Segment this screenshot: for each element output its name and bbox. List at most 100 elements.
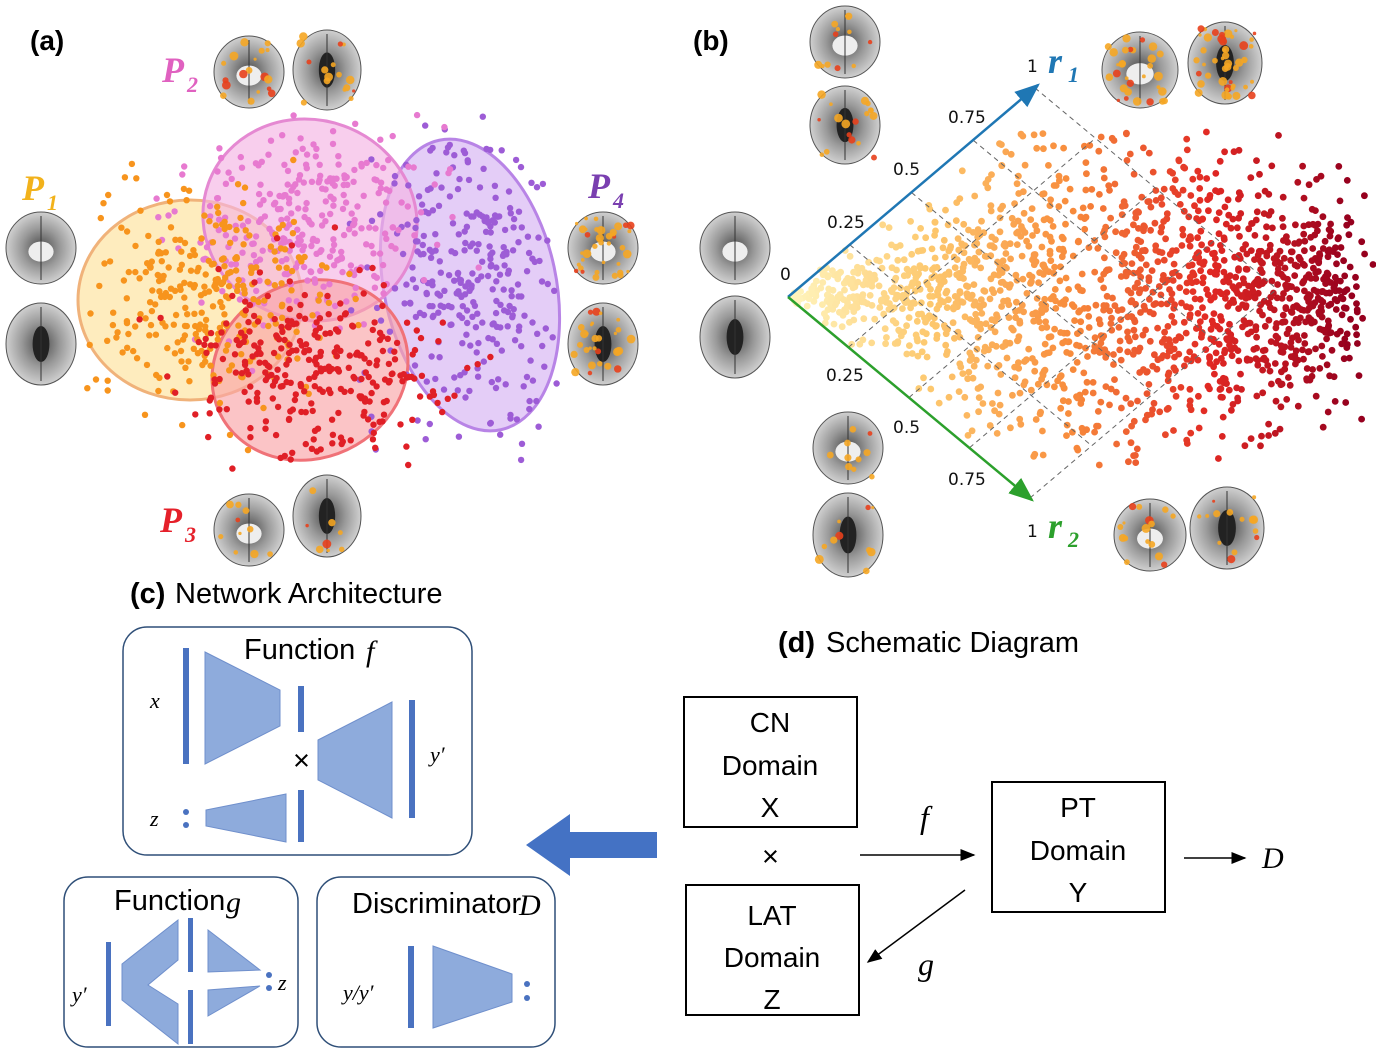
brain-image: [292, 29, 362, 111]
heat-dot: [1065, 398, 1072, 405]
heat-dot: [1167, 347, 1174, 355]
heat-dot: [1182, 329, 1190, 337]
p2-dot: [373, 161, 380, 169]
p4-dot: [386, 328, 394, 335]
p1-dot: [190, 345, 197, 352]
heat-dot: [1264, 362, 1272, 369]
heat-dot: [1016, 389, 1024, 397]
heat-dot: [1191, 202, 1198, 210]
heat-dot: [1077, 400, 1085, 407]
heat-dot: [1268, 277, 1276, 285]
p3-dot: [311, 373, 318, 380]
p4-dot: [492, 384, 500, 392]
heat-dot: [885, 224, 893, 232]
heat-dot: [988, 171, 995, 179]
heat-dot: [1343, 344, 1351, 351]
heat-dot: [1331, 273, 1339, 281]
p4-dot: [544, 237, 551, 244]
p3-dot: [233, 336, 240, 344]
heat-dot: [968, 427, 976, 435]
heat-dot: [984, 362, 992, 370]
p1-dot: [198, 309, 205, 316]
p1-dot: [137, 311, 144, 318]
svg-text:Network Architecture: Network Architecture: [175, 578, 443, 610]
p4-dot: [492, 309, 500, 317]
p2-dot: [319, 185, 326, 192]
p4-dot: [501, 262, 508, 269]
p4-dot: [416, 309, 424, 317]
heat-dot: [1089, 389, 1097, 397]
heat-dot: [1340, 355, 1348, 363]
p3-dot: [487, 353, 494, 361]
svg-text:3: 3: [184, 522, 196, 547]
heat-dot: [1161, 335, 1168, 343]
heat-dot: [1337, 244, 1345, 251]
p4-dot: [503, 251, 510, 258]
p1-dot: [278, 303, 286, 310]
p1-dot: [183, 322, 190, 330]
heat-dot: [1341, 272, 1349, 280]
p3-dot: [136, 316, 143, 323]
p1-dot: [277, 245, 285, 252]
heat-dot: [1305, 294, 1313, 301]
heat-dot: [997, 371, 1005, 378]
heat-dot: [1220, 360, 1227, 367]
p1-label: P 1: [21, 168, 58, 215]
heat-dot: [1196, 318, 1204, 325]
p2-dot: [305, 216, 312, 224]
heat-dot: [810, 297, 818, 305]
heat-dot: [940, 298, 948, 306]
heat-dot: [1256, 170, 1263, 178]
p1-dot: [216, 399, 224, 407]
p1-dot: [228, 362, 236, 369]
heat-dot: [1055, 245, 1063, 253]
p3-dot: [361, 395, 369, 402]
p4-dot: [549, 334, 556, 341]
p2-dot: [389, 224, 397, 231]
p1-dot: [227, 239, 234, 246]
p3-dot: [373, 383, 380, 390]
heat-dot: [1063, 432, 1070, 439]
p4-dot: [440, 386, 448, 393]
p3-dot: [287, 456, 294, 463]
heat-dot: [1050, 269, 1057, 277]
heat-dot: [1083, 170, 1090, 178]
p2-dot: [300, 263, 308, 271]
p1-dot: [97, 214, 105, 222]
heat-dot: [1154, 356, 1162, 364]
p1-dot: [355, 321, 362, 329]
heat-dot: [1254, 251, 1262, 259]
heat-dot: [906, 342, 913, 349]
p2-dot: [358, 225, 365, 232]
heat-dot: [1319, 213, 1327, 221]
heat-dot: [1202, 346, 1210, 353]
heat-dot: [1279, 223, 1287, 231]
heat-dot: [952, 217, 960, 225]
heat-dot: [1311, 231, 1319, 239]
p1-dot: [205, 288, 213, 295]
p1-dot: [187, 267, 195, 274]
p4-dot: [451, 277, 458, 284]
p4-dot: [455, 231, 462, 238]
heat-dot: [1039, 427, 1046, 435]
heat-dot: [942, 330, 950, 338]
heat-dot: [1305, 221, 1313, 229]
svg-text:Domain: Domain: [722, 750, 818, 781]
p1-dot: [152, 301, 159, 308]
p2-dot: [299, 145, 306, 152]
heat-dot: [1223, 289, 1231, 296]
p2-dot: [307, 268, 315, 276]
heat-dot: [1075, 237, 1082, 245]
p2-dot: [272, 199, 279, 206]
panel-b-tag: (b): [693, 25, 729, 56]
p1-dot: [275, 353, 282, 360]
p3-dot: [474, 361, 481, 368]
p2-dot: [385, 156, 392, 164]
p4-dot: [348, 307, 355, 314]
heat-dot: [1142, 285, 1149, 292]
p2-dot: [260, 197, 267, 204]
p2-dot: [347, 262, 355, 269]
heat-dot: [1095, 461, 1103, 469]
heat-dot: [1182, 288, 1190, 295]
p4-dot: [473, 349, 480, 356]
